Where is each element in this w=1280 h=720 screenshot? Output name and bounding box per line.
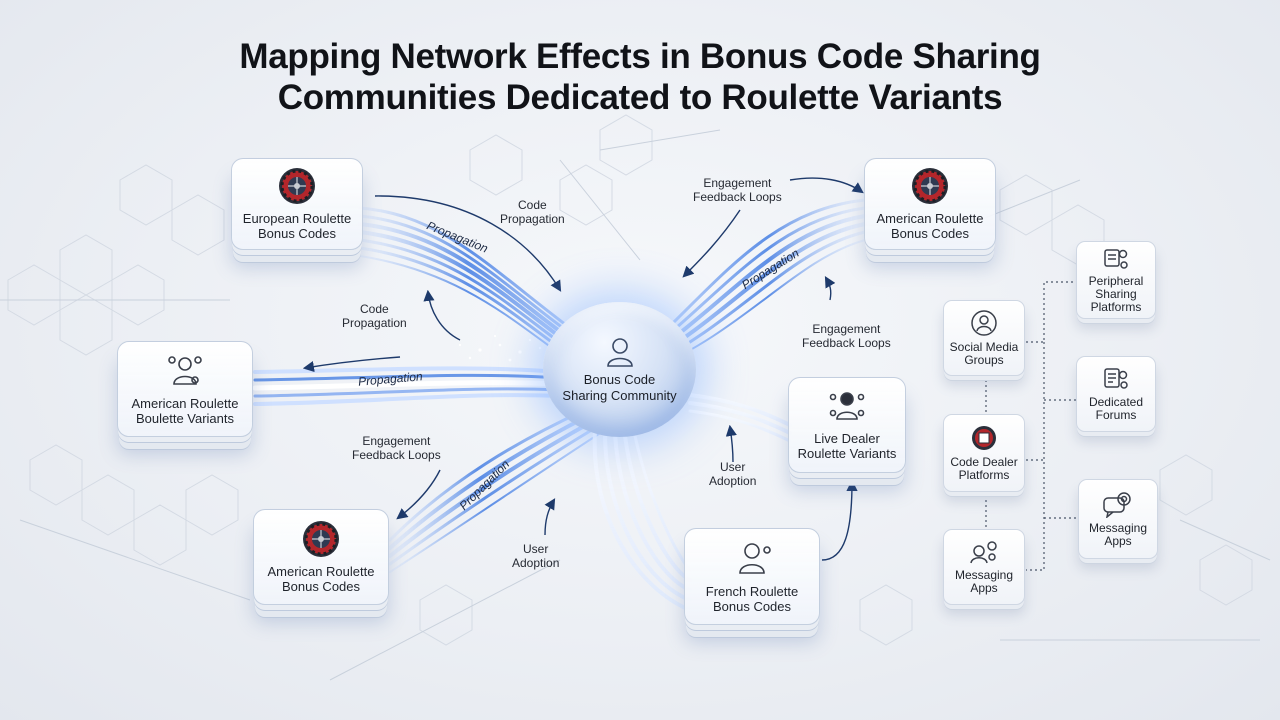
annotation-code-propagation-top: Code Propagation (500, 198, 565, 226)
code-platform-icon (972, 426, 996, 450)
peripheral-dedicated-forums[interactable]: Dedicated Forums (1076, 356, 1156, 432)
node-label: American Roulette Bonus Codes (267, 564, 375, 594)
node-american-roulette-variants[interactable]: American Roulette Boulette Variants (117, 341, 253, 437)
peripheral-messaging-apps-left[interactable]: Messaging Apps (943, 529, 1025, 605)
node-label: European Roulette Bonus Codes (242, 211, 352, 241)
chat-bubble-icon (1103, 492, 1131, 518)
node-live-dealer[interactable]: Live Dealer Roulette Variants (788, 377, 906, 473)
annotation-user-adoption-bottom: User Adoption (512, 542, 560, 570)
flow-live-dealer (688, 393, 792, 443)
roulette-wheel-icon (912, 168, 948, 204)
node-label: American Roulette Bonus Codes (876, 211, 984, 241)
annotation-engagement-left: Engagement Feedback Loops (352, 434, 441, 462)
forum-icon (1104, 368, 1128, 389)
peripheral-connectors (985, 281, 1076, 571)
peripheral-sharing-platforms[interactable]: Peripheral Sharing Platforms (1076, 241, 1156, 319)
node-label: French Roulette Bonus Codes (705, 583, 799, 614)
annotation-engagement-right: Engagement Feedback Loops (802, 322, 891, 350)
messaging-icon (970, 541, 997, 564)
peripheral-messaging-apps-right[interactable]: Messaging Apps (1078, 479, 1158, 559)
flow-american-bottom (388, 408, 606, 573)
node-label: Live Dealer Roulette Variants (797, 431, 897, 461)
title-line-2: Communities Dedicated to Roulette Varian… (277, 78, 1003, 117)
annotation-arrows (302, 177, 864, 561)
peripheral-label: Social Media Groups (949, 340, 1019, 367)
node-american-roulette-top[interactable]: American Roulette Bonus Codes (864, 158, 996, 250)
social-user-icon (971, 310, 997, 336)
sparkles (458, 334, 542, 362)
hub-bonus-code-community[interactable]: Bonus Code Sharing Community (543, 302, 696, 437)
roulette-wheel-icon (303, 521, 339, 557)
sharing-platform-icon (1104, 249, 1128, 269)
user-icon (606, 337, 633, 367)
annotation-engagement-top: Engagement Feedback Loops (693, 176, 782, 204)
annotation-user-adoption-right: User Adoption (709, 460, 757, 488)
node-french-roulette[interactable]: French Roulette Bonus Codes (684, 528, 820, 625)
peripheral-label: Messaging Apps (1088, 521, 1148, 548)
peripheral-label: Peripheral Sharing Platforms (1088, 274, 1144, 314)
peripheral-label: Code Dealer Platforms (950, 455, 1018, 482)
peripheral-code-dealer[interactable]: Code Dealer Platforms (943, 414, 1025, 492)
dealer-icon (829, 392, 865, 420)
network-lines (0, 129, 1271, 681)
node-label: American Roulette Boulette Variants (131, 396, 239, 426)
hex-grid (7, 114, 1253, 646)
node-american-roulette-bottom[interactable]: American Roulette Bonus Codes (253, 509, 389, 605)
node-european-roulette[interactable]: European Roulette Bonus Codes (231, 158, 363, 250)
user-icon (739, 542, 771, 574)
title-line-1: Mapping Network Effects in Bonus Code Sh… (239, 37, 1041, 76)
peripheral-social-media[interactable]: Social Media Groups (943, 300, 1025, 376)
flow-french (592, 428, 692, 612)
annotation-code-propagation-left: Code Propagation (342, 302, 407, 330)
hub-label: Bonus Code Sharing Community (562, 371, 677, 403)
roulette-wheel-icon (279, 168, 315, 204)
peripheral-label: Dedicated Forums (1088, 395, 1144, 422)
user-group-icon (168, 356, 202, 385)
peripheral-label: Messaging Apps (954, 568, 1014, 595)
flow-american-variants (252, 366, 563, 406)
